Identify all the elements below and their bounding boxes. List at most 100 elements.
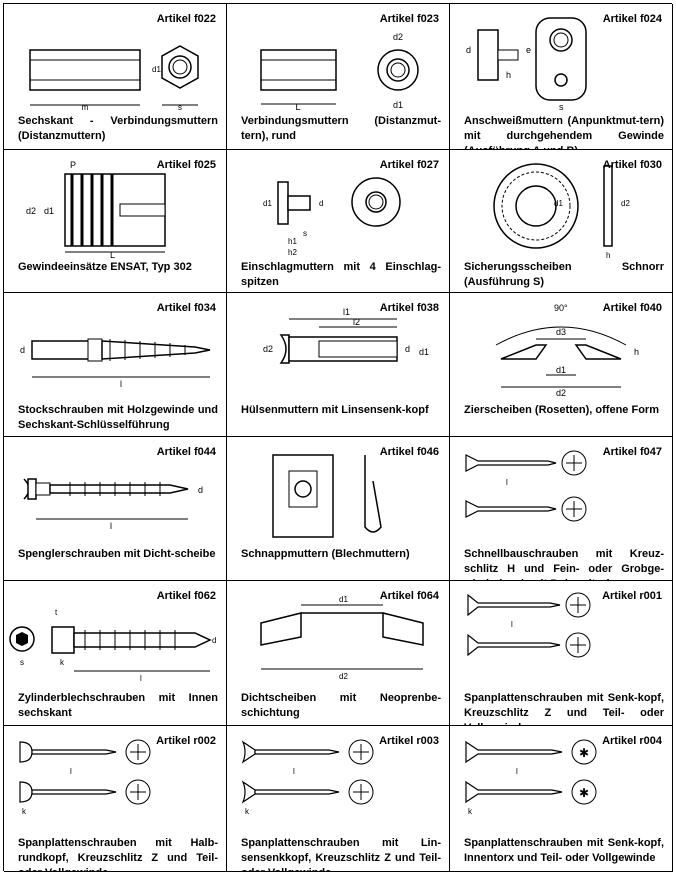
drawing-chipboard-raised-countersunk: l k	[233, 730, 443, 834]
article-number: Artikel f025	[156, 159, 216, 171]
product-description: Spanplattenschrauben mit Halb-rundkopf, …	[18, 837, 218, 871]
label-h1: h1	[288, 237, 297, 246]
drawing-barrel-nut: l1 l2 d2 d d1	[233, 297, 443, 401]
product-cell-f044: d l Artikel f044 Spenglerschrauben mit D…	[4, 437, 227, 581]
product-description: Sechskant - Verbindungsmuttern (Distanzm…	[18, 115, 218, 142]
drawing-svg: l k	[241, 739, 374, 816]
article-number: Artikel f030	[602, 159, 662, 171]
product-cell-r004: ✱ ✱ l k Artikel r004 Spanplattenschraube…	[450, 726, 673, 872]
drawing-chipboard-panhead: l k	[10, 730, 220, 834]
drawing-svg: P d2 d1 L	[26, 160, 166, 260]
drawing-svg: d l	[23, 478, 203, 531]
product-cell-f047: l Artikel f047 Schnellbauschrauben mit K…	[450, 437, 673, 581]
drawing-svg: t k s d l	[9, 608, 216, 683]
drawing-chipboard-countersunk: l	[456, 585, 666, 689]
article-number: Artikel r002	[156, 735, 216, 747]
article-number: Artikel f046	[379, 446, 439, 458]
product-description: Spenglerschrauben mit Dicht-scheibe	[18, 548, 216, 560]
product-cell-r001: l Artikel r001 Spanplattenschrauben mit …	[450, 581, 673, 726]
drawing-socket-screw: t k s d l	[9, 585, 220, 689]
label-l: l	[120, 379, 122, 389]
label-e: e	[526, 45, 531, 55]
drawing-svg: l	[465, 450, 587, 522]
product-cell-f040: 90° d3 h d1 d2 Artikel f040 Zierscheiben…	[450, 293, 673, 437]
product-cell-r002: l k Artikel r002 Spanplattenschrauben mi…	[4, 726, 227, 872]
product-cell-f022: m d1 s Artikel f022 Sechskant - Verbindu…	[4, 4, 227, 150]
product-description: Dichtscheiben mit Neoprenbe-schichtung	[241, 692, 441, 719]
label-l: l	[70, 767, 72, 776]
article-number: Artikel f040	[602, 302, 662, 314]
label-l: l	[506, 478, 508, 487]
article-number: Artikel f034	[156, 302, 216, 314]
drawing-rosette-washer: 90° d3 h d1 d2	[456, 297, 666, 401]
label-d: d	[212, 636, 216, 645]
drawing-lock-washer: d1 d2 h	[456, 154, 666, 260]
article-number: Artikel f027	[379, 159, 439, 171]
drawing-ensat-insert: P d2 d1 L	[10, 154, 220, 260]
product-cell-f027: d1 d s h1 h2 Artikel f027 Einschlagmutte…	[227, 150, 450, 293]
product-description: Einschlagmuttern mit 4 Einschlag-spitzen	[241, 261, 441, 288]
product-description: Schnellbauschrauben mit Kreuz-schlitz H …	[464, 548, 664, 580]
label-h2: h2	[288, 248, 297, 257]
label-l: l	[293, 767, 295, 776]
drawing-spring-nut	[233, 441, 443, 545]
drawing-svg: ✱ ✱ l k	[465, 739, 597, 816]
product-description: Gewindeeinsätze ENSAT, Typ 302	[18, 261, 192, 273]
label-d1: d1	[152, 65, 161, 74]
label-L: L	[295, 102, 300, 112]
label-k: k	[22, 807, 27, 816]
label-l: l	[140, 674, 142, 683]
product-description: Stockschrauben mit Holzgewinde und Sechs…	[18, 404, 218, 431]
drawing-chipboard-torx: ✱ ✱ l k	[456, 730, 666, 834]
product-cell-f034: d l Artikel f034 Stockschrauben mit Holz…	[4, 293, 227, 437]
label-d1: d1	[393, 100, 403, 110]
label-d: d	[466, 45, 471, 55]
label-d1: d1	[554, 199, 563, 208]
product-cell-f023: L d2 d1 Artikel f023 Verbindungsmuttern …	[227, 4, 450, 150]
article-number: Artikel f038	[379, 302, 439, 314]
drawing-round-coupling-nut: L d2 d1	[233, 8, 443, 112]
label-k: k	[245, 807, 250, 816]
product-description: Zierscheiben (Rosetten), offene Form	[464, 404, 659, 416]
label-k: k	[468, 807, 473, 816]
drawing-svg: d1 d s h1 h2	[263, 177, 401, 257]
label-d2: d2	[263, 344, 273, 354]
label-l1: l1	[343, 307, 350, 317]
label-h: h	[506, 70, 511, 80]
label-h: h	[606, 251, 610, 260]
label-s: s	[20, 658, 24, 667]
label-d1: d1	[339, 595, 348, 604]
drawing-svg: d1 d2 h	[493, 163, 630, 260]
article-number: Artikel f024	[602, 13, 662, 25]
drawing-tee-nut: d1 d s h1 h2	[233, 154, 443, 258]
drawing-svg: l k	[19, 739, 151, 816]
drawing-svg: d1 d2	[260, 595, 424, 681]
label-d2: d2	[393, 32, 403, 42]
article-number: Artikel r003	[379, 735, 439, 747]
product-cell-r003: l k Artikel r003 Spanplattenschrauben mi…	[227, 726, 450, 872]
product-cell-f046: Artikel f046 Schnappmuttern (Blechmutter…	[227, 437, 450, 581]
product-cell-f064: d1 d2 Artikel f064 Dichtscheiben mit Neo…	[227, 581, 450, 726]
label-angle: 90°	[554, 303, 568, 313]
article-number: Artikel f022	[156, 13, 216, 25]
label-l2: l2	[353, 317, 360, 327]
drawing-svg	[272, 454, 382, 538]
product-description: Verbindungsmuttern (Distanzmut-tern), ru…	[241, 115, 441, 142]
article-number: Artikel r001	[602, 590, 662, 602]
label-m: m	[82, 103, 89, 112]
label-d: d	[405, 344, 410, 354]
product-description: Hülsenmuttern mit Linsensenk-kopf	[241, 404, 429, 416]
product-cell-f038: l1 l2 d2 d d1 Artikel f038 Hülsenmuttern…	[227, 293, 450, 437]
label-d1: d1	[556, 365, 566, 375]
torx-icon: ✱	[579, 786, 589, 800]
drawing-hex-coupling-nut: m d1 s	[10, 8, 220, 112]
product-cell-f025: P d2 d1 L Artikel f025 Gewindeeinsätze E…	[4, 150, 227, 293]
drawing-svg: 90° d3 h d1 d2	[495, 303, 639, 398]
product-description: Sicherungsscheiben Schnorr (Ausführung S…	[464, 261, 664, 288]
label-d2: d2	[556, 388, 566, 398]
product-description: Spanplattenschrauben mit Senk-kopf, Inne…	[464, 837, 664, 864]
label-s: s	[178, 103, 182, 112]
article-number: Artikel f023	[379, 13, 439, 25]
label-d2: d2	[621, 199, 630, 208]
label-l: l	[110, 521, 112, 531]
